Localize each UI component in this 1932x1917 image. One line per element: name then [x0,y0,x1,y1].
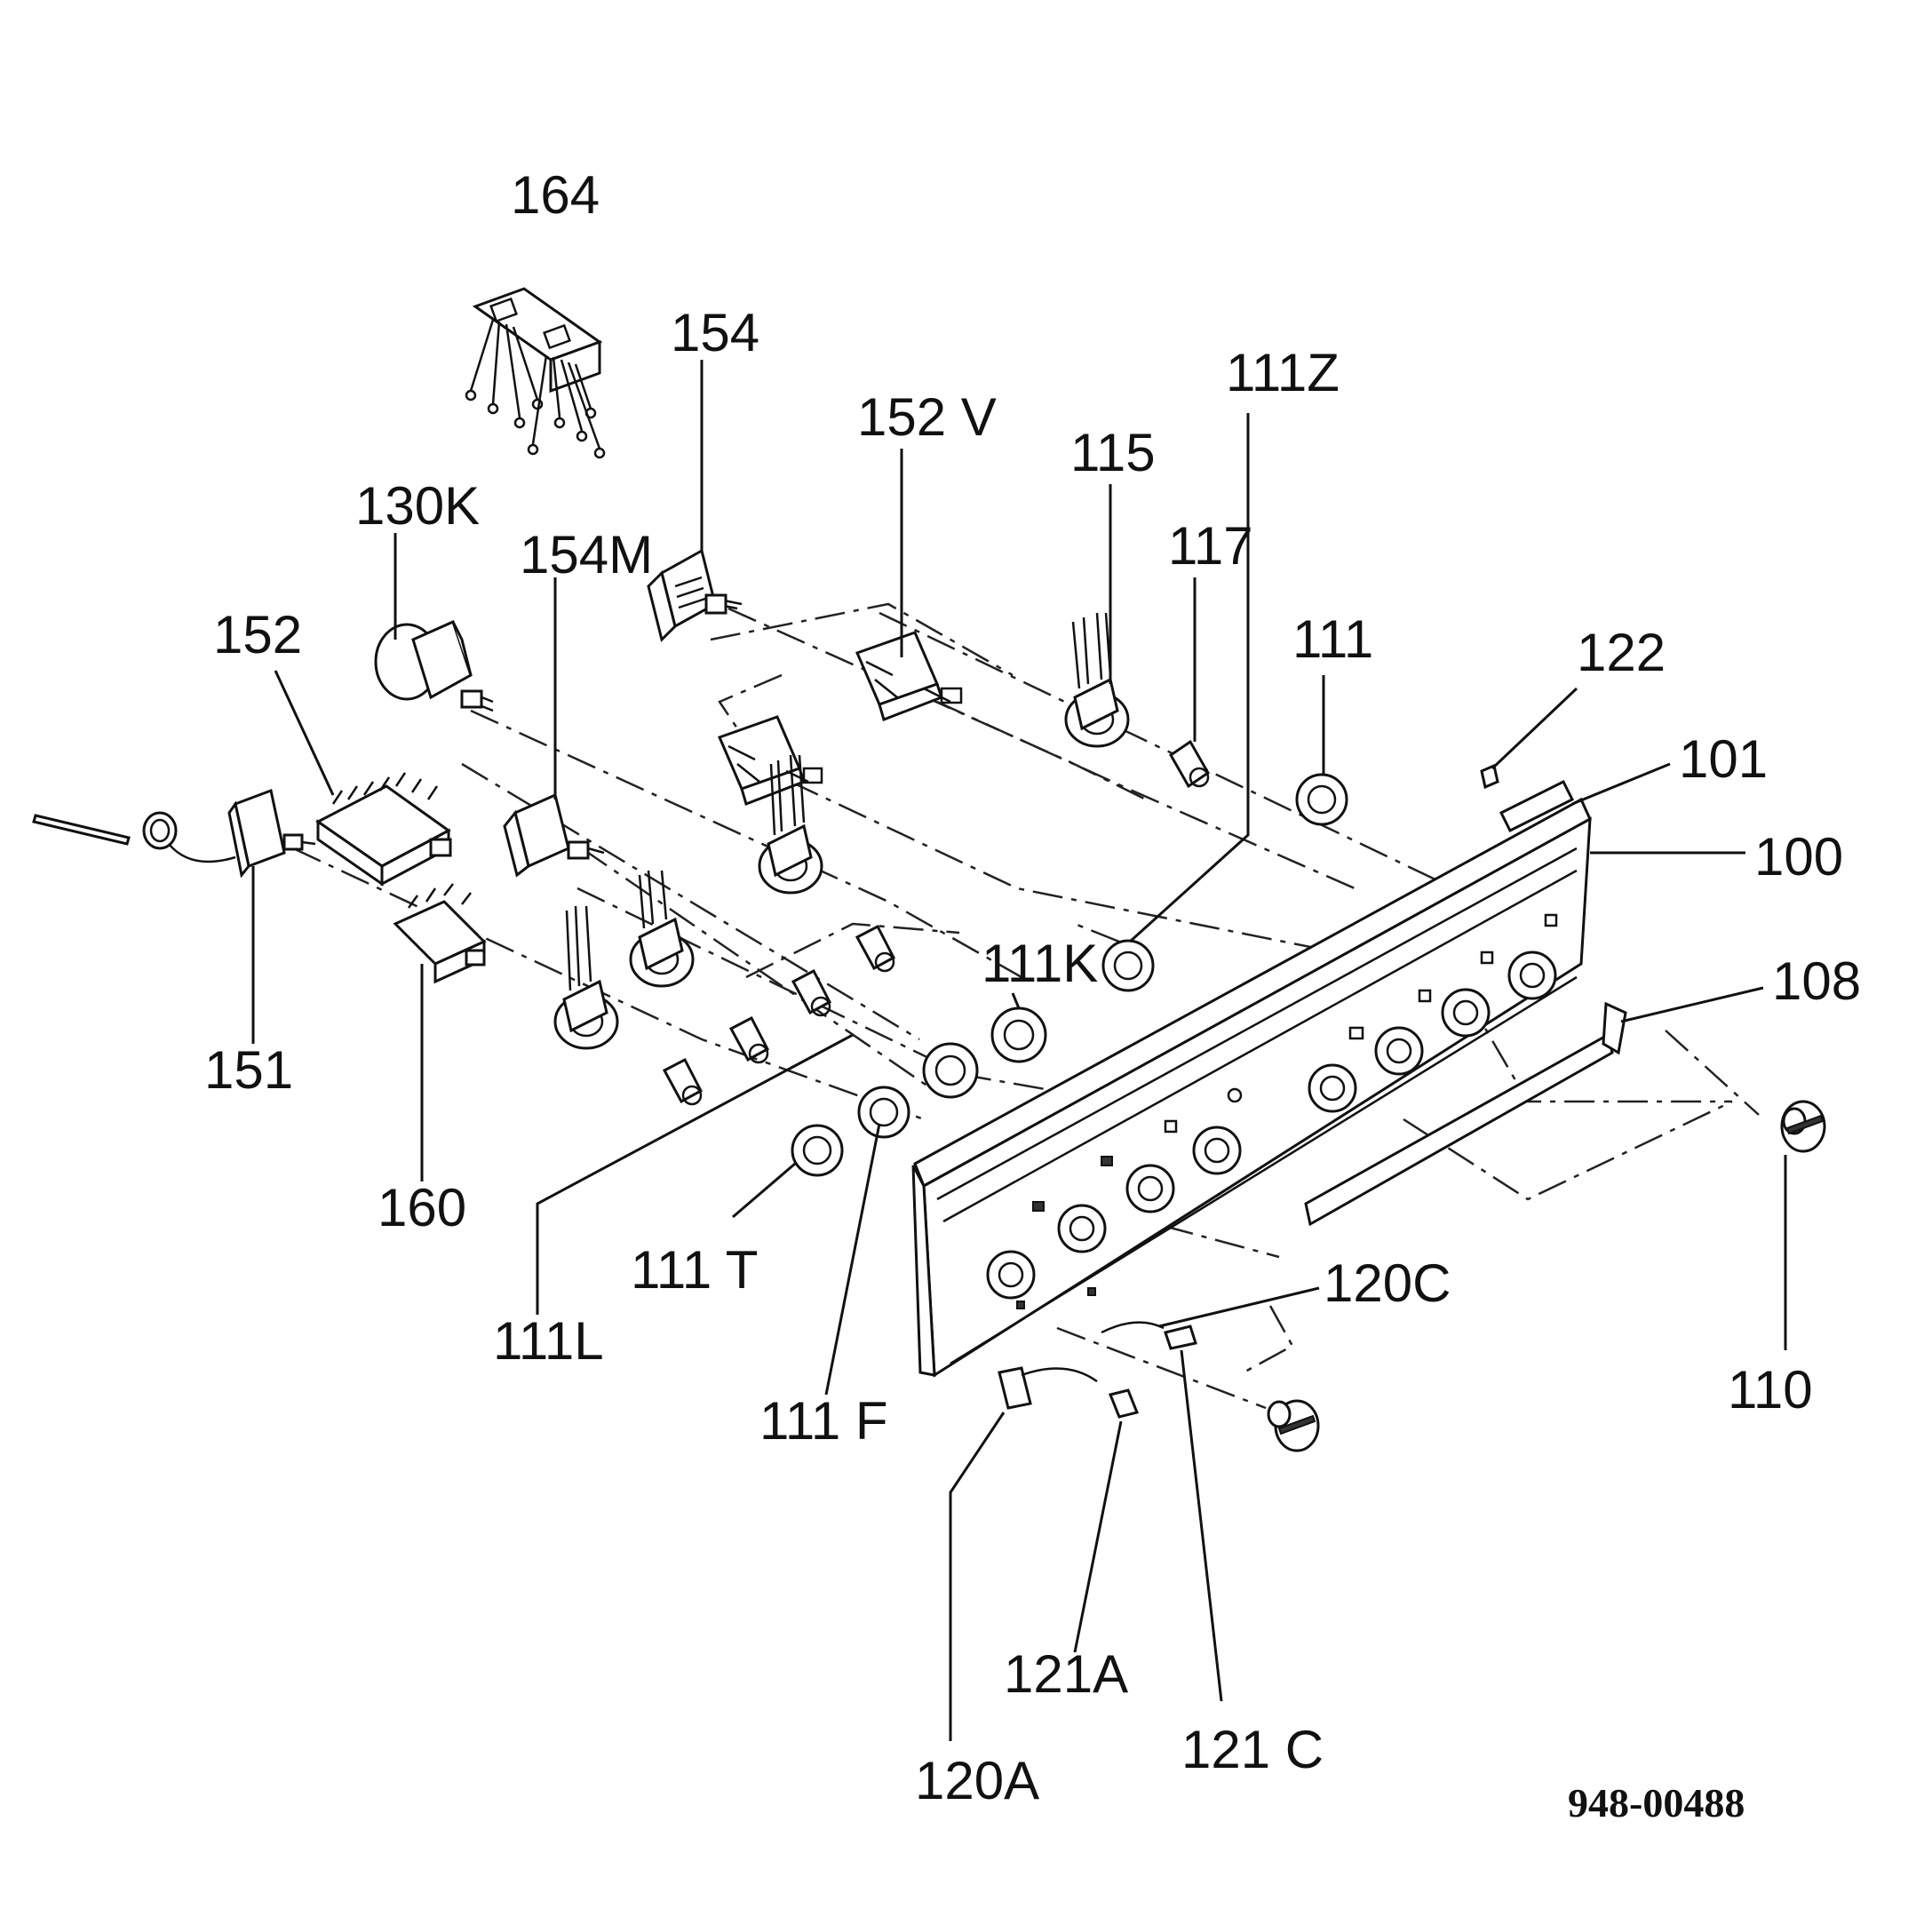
screw-122 [1480,763,1499,790]
leader-lines [251,360,1787,1741]
label-154M: 154M [520,525,653,585]
label-115: 115 [1070,423,1156,482]
label-100: 100 [1754,827,1843,887]
control-panel [911,779,1592,1378]
label-111L: 111L [493,1311,604,1371]
label-122: 122 [1577,623,1666,682]
label-164: 164 [511,165,600,225]
label-108: 108 [1772,951,1861,1011]
label-111: 111 [1292,609,1373,669]
indicator-lamp-120A [998,1366,1098,1410]
thermostat-115 [1064,612,1130,748]
label-111F: 111 F [759,1391,888,1451]
label-130K: 130K [355,476,480,536]
label-111T: 111 T [631,1240,758,1300]
label-121C: 121 C [1181,1720,1324,1779]
lamp-holder-121C [1164,1324,1197,1350]
label-152: 152 [213,605,302,664]
label-154: 154 [671,303,759,362]
label-117: 117 [1168,516,1253,576]
control-knob-front [1267,1399,1320,1452]
label-111Z: 111Z [1226,343,1340,402]
label-120A: 120A [915,1751,1039,1810]
control-knob-110 [1780,1100,1826,1153]
thermostat-2 [758,754,823,895]
wiring-harness-164 [465,287,606,459]
callout-labels: 164 154 152 V 111Z 115 130K 154M 117 152… [204,165,1861,1826]
thermostat-151 [32,788,316,879]
lamp-120C [1101,1321,1165,1334]
panel-clip [1499,779,1575,833]
label-121A: 121A [1004,1644,1128,1704]
trim-strip-108 [1304,1001,1627,1227]
selector-switch-2 [717,715,823,806]
label-152V: 152 V [857,387,997,447]
spindle-spacers [662,739,1210,1106]
selector-switch-154M [503,792,605,878]
lamp-holder-121A [1108,1388,1140,1419]
selector-switch-152V [855,631,963,721]
panel-indicator-symbols [1016,913,1558,1309]
label-111K: 111K [982,934,1098,993]
label-160: 160 [378,1178,466,1237]
timer-motor-130K [374,619,494,712]
label-151: 151 [204,1040,293,1100]
selector-switch-152 [315,772,452,887]
thermostat-4 [553,905,619,1050]
thermostat-3 [629,870,695,988]
panel-knob-bezels [986,951,1557,1300]
label-101: 101 [1679,729,1768,789]
bezel-rings [791,773,1348,1177]
label-120C: 120C [1324,1253,1451,1313]
selector-switch-160 [393,883,487,984]
drawing-code: 948-00488 [1568,1780,1745,1826]
selector-switch-154 [647,548,743,642]
label-110: 110 [1728,1360,1813,1420]
